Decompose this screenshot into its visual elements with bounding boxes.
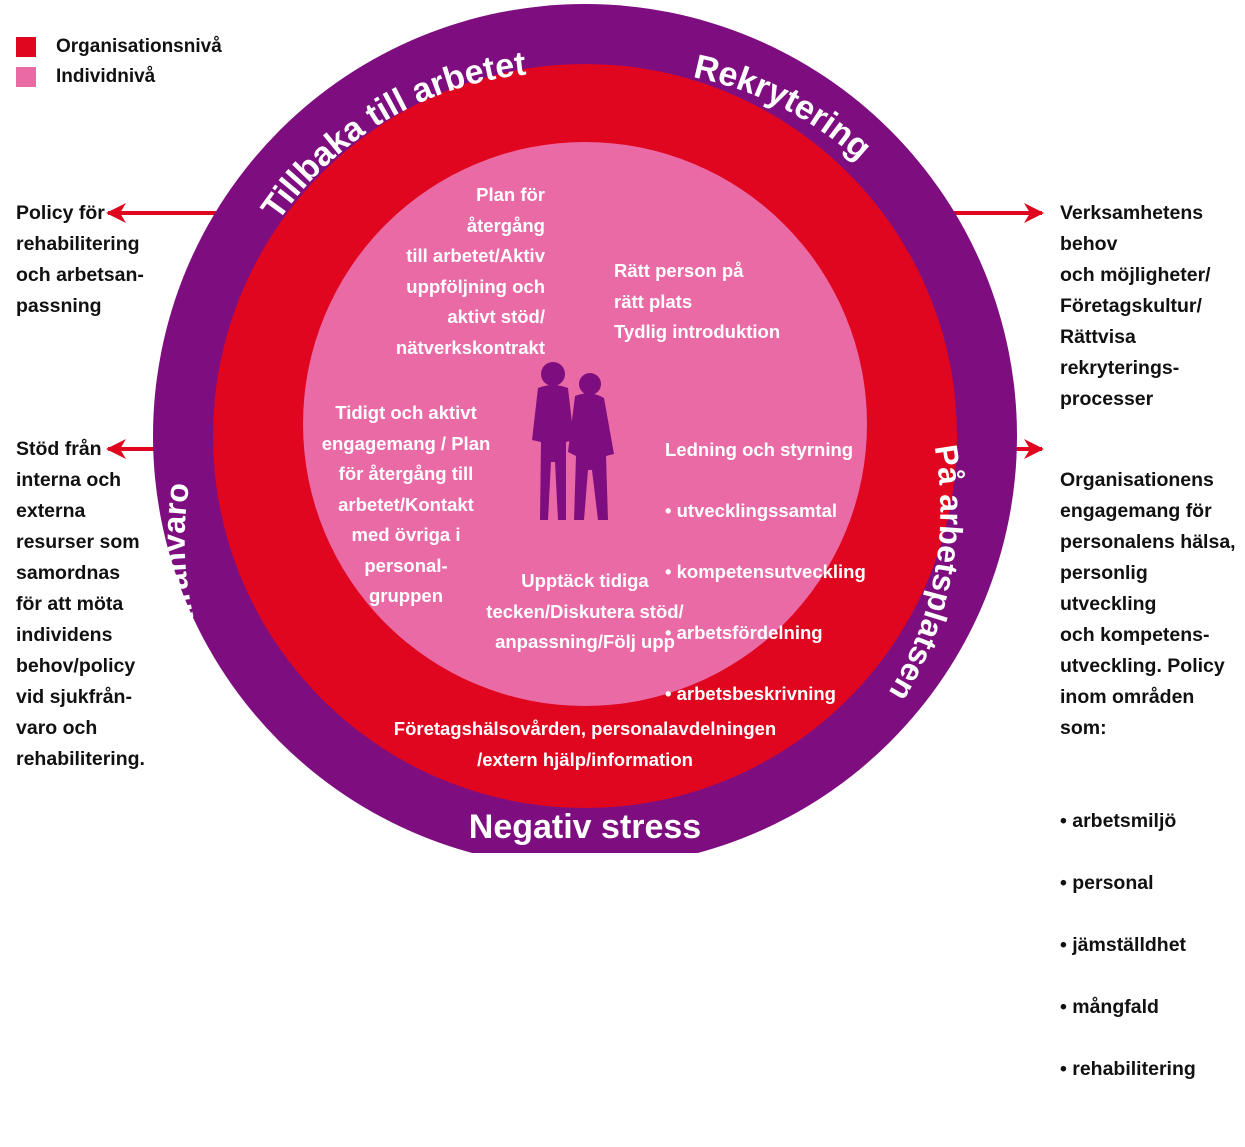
side-text-top-left: Policy för rehabilitering och arbetsan- … [16, 202, 144, 317]
management-item: • arbetsfördelning [665, 621, 823, 643]
ring-label-bottom: Negativ stress [469, 808, 701, 846]
management-item: • kompetensutveckling [665, 560, 866, 582]
policy-area-item: • personal [1060, 872, 1154, 894]
inner-text-early-signs: Upptäck tidiga tecken/Diskutera stöd/ an… [486, 570, 684, 652]
couple-figure-icon [532, 362, 614, 520]
legend-label: Individnivå [56, 66, 156, 87]
legend-swatch-organisation [16, 37, 36, 57]
management-item: • utvecklingssamtal [665, 499, 838, 521]
legend: Organisationsnivå Individnivå [16, 32, 222, 92]
side-text-bottom-left: Stöd från interna och externa resurser s… [16, 438, 145, 770]
inner-text-early-engagement: Tidigt och aktivt engagemang / Plan för … [321, 402, 491, 606]
legend-swatch-individual [16, 67, 36, 87]
policy-area-item: • arbetsmiljö [1060, 810, 1177, 832]
red-band-text: Företagshälsovården, personalavdelningen… [393, 718, 777, 770]
side-text-top-right: Verksamhetens behov och möjligheter/ För… [1060, 202, 1211, 410]
policy-areas-list: • arbetsmiljö • personal • jämställdhet … [1060, 775, 1245, 1116]
policy-area-item: • jämställdhet [1060, 934, 1187, 956]
inner-text-right-person: Rätt person på rätt plats Tydlig introdu… [614, 260, 781, 342]
policy-area-item: • rehabilitering [1060, 1058, 1196, 1080]
circle-diagram: Tillbaka till arbetet Rekrytering Sjukfr… [106, 4, 1044, 853]
legend-label: Organisationsnivå [56, 36, 222, 57]
management-title: Ledning och styrning [665, 438, 854, 460]
inner-text-management: Ledning och styrning • utvecklingssamtal… [665, 404, 895, 740]
inner-text-return-plan: Plan för återgång till arbetet/Aktiv upp… [395, 184, 545, 358]
management-item: • arbetsbeskrivning [665, 682, 836, 704]
legend-item-organisation: Organisationsnivå [16, 32, 222, 62]
policy-area-item: • mångfald [1060, 996, 1159, 1018]
side-text-bottom-right: Organisationens engagemang för personale… [1060, 434, 1245, 1147]
legend-item-individual: Individnivå [16, 62, 222, 92]
side-text-bottom-right-intro: Organisationens engagemang för personale… [1060, 469, 1236, 739]
